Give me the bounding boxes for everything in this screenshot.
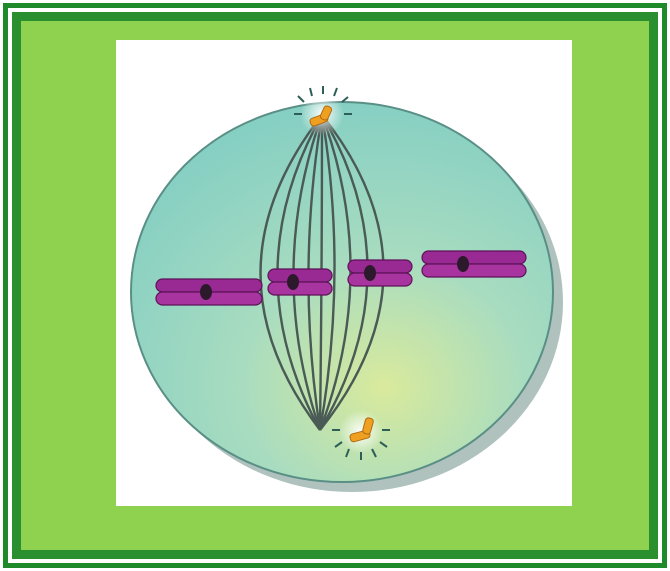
- picture-panel: [116, 40, 572, 506]
- chromosome-3: [348, 260, 412, 286]
- metaphase-diagram: [116, 40, 572, 506]
- chromosome-1: [156, 279, 262, 305]
- centromere: [457, 256, 469, 272]
- centromere: [364, 265, 376, 281]
- centromere: [287, 274, 299, 290]
- centromere: [200, 284, 212, 300]
- chromosome-2: [268, 269, 332, 295]
- chromosome-4: [422, 251, 526, 277]
